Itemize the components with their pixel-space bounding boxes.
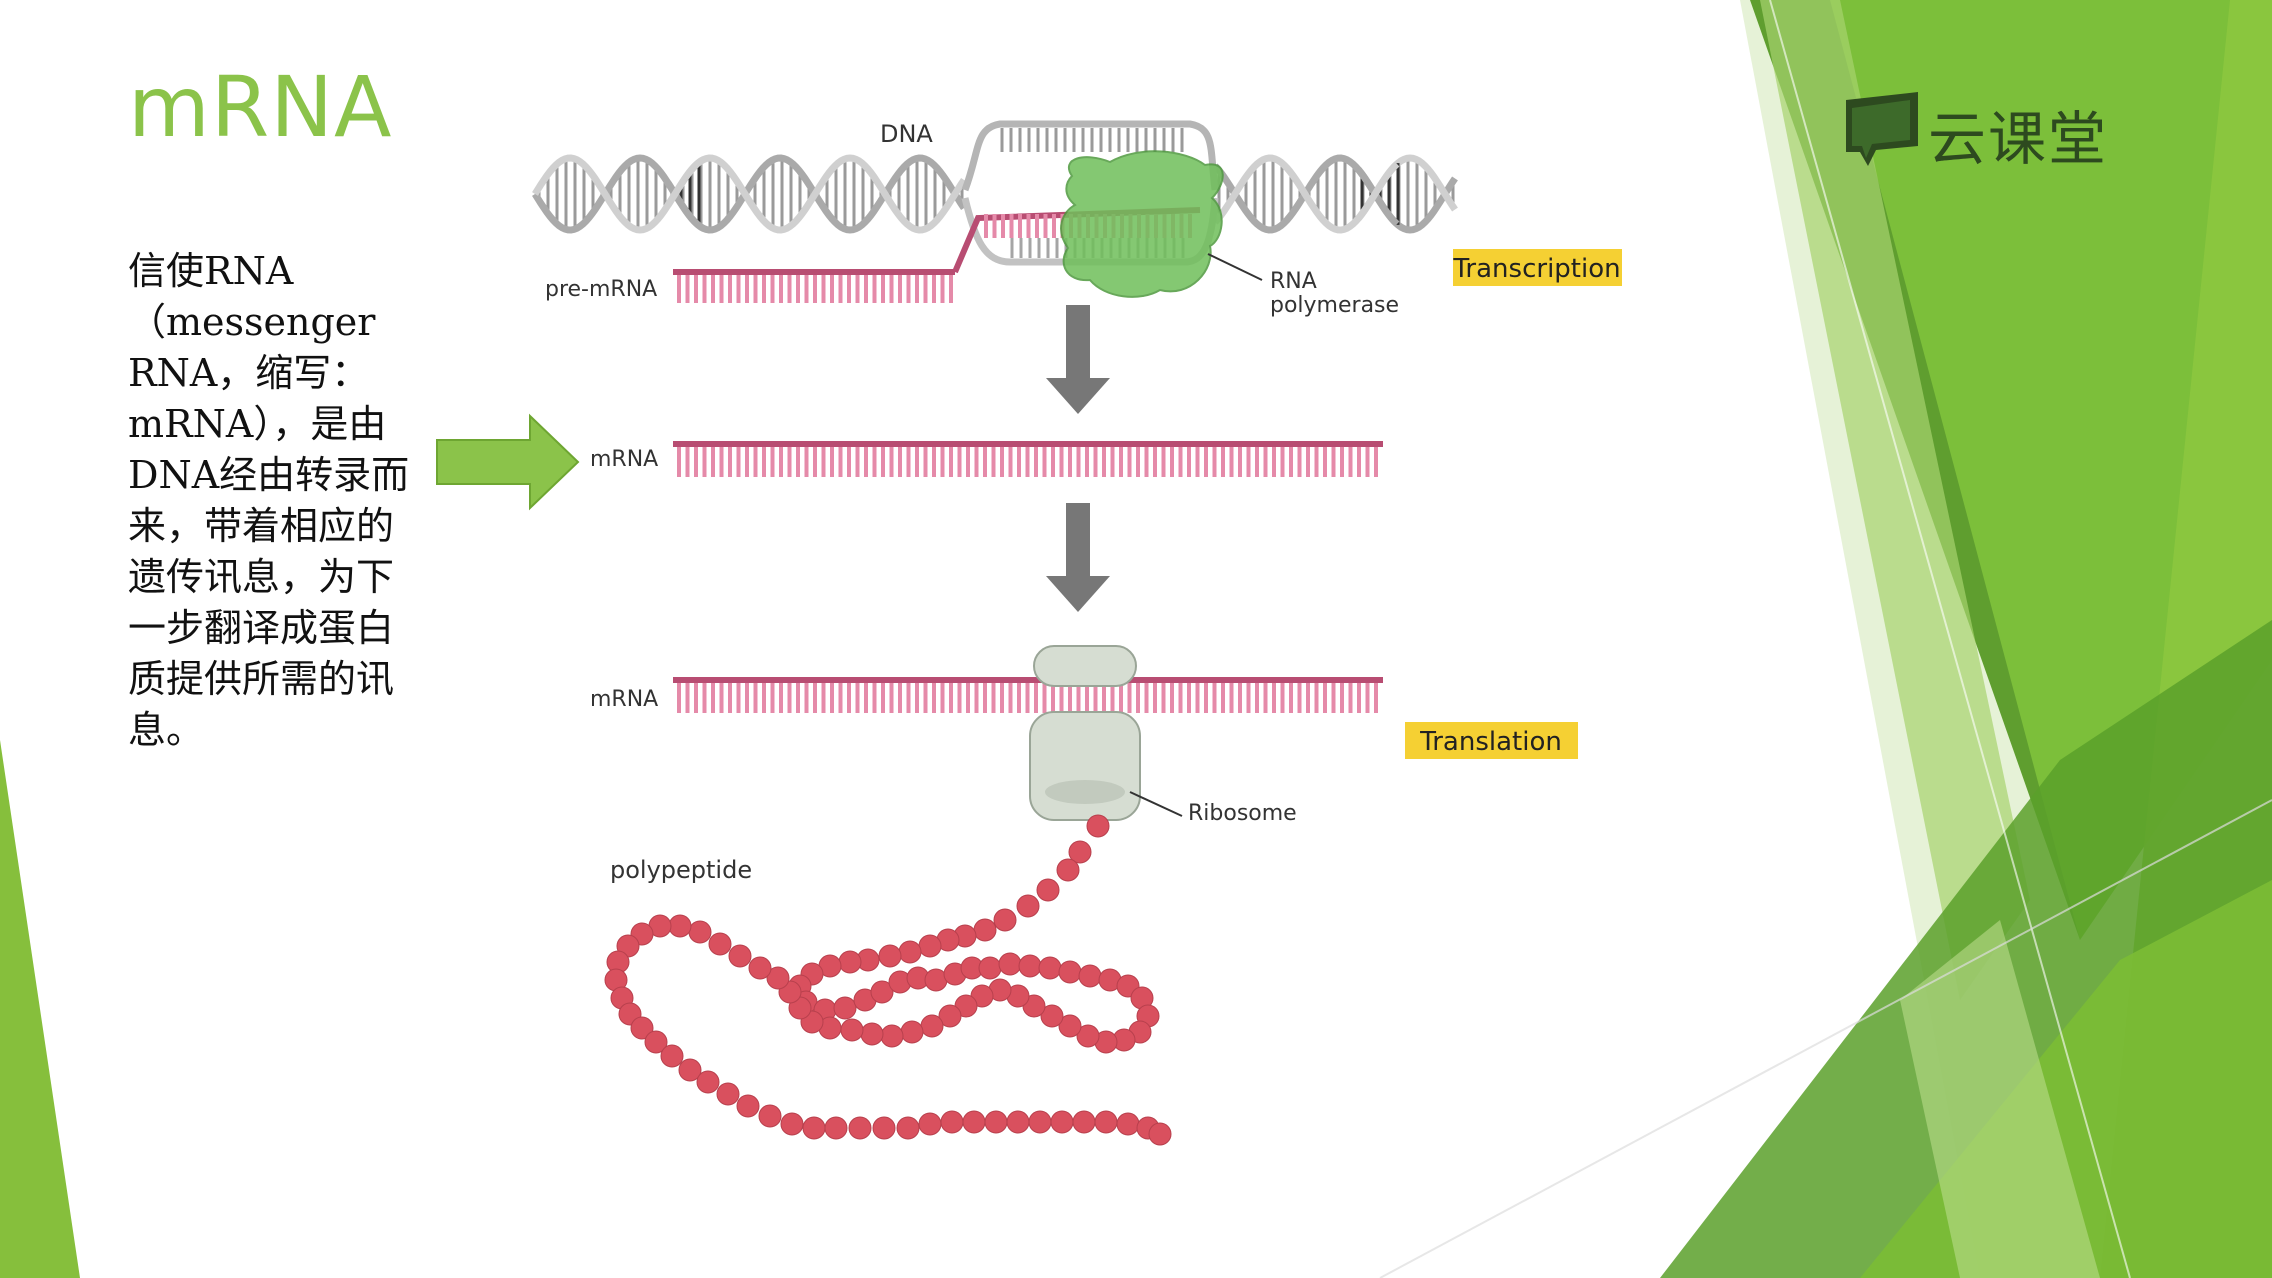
pre-mrna-label: pre-mRNA: [545, 277, 657, 302]
rna-polymerase: [1060, 150, 1263, 298]
ribosome: [1029, 645, 1183, 821]
mrna-label-middle: mRNA: [590, 447, 658, 472]
rna-polymerase-label-1: RNA: [1270, 269, 1317, 294]
transcription-tag-label: Transcription: [1452, 254, 1620, 284]
polypeptide-label: polypeptide: [610, 856, 752, 884]
transcription-tag: [1453, 249, 1622, 286]
translation-tag: [1405, 722, 1578, 759]
logo-text: 云课堂: [1928, 105, 2109, 173]
slide-title: mRNA: [128, 58, 393, 156]
chat-bubble-icon: [1846, 92, 1918, 166]
mrna-strand-middle: [673, 441, 1383, 477]
slide-body-text: 信使RNA（messenger RNA，缩写：mRNA），是由DNA经由转录而来…: [128, 249, 410, 752]
arrow-down-2: [1046, 503, 1110, 612]
mrna-strand-bottom: [673, 677, 1383, 713]
translation-tag-label: Translation: [1419, 727, 1562, 757]
rna-polymerase-label-2: polymerase: [1270, 293, 1399, 318]
ribosome-label: Ribosome: [1188, 801, 1297, 826]
polypeptide-chain: [604, 814, 1172, 1146]
left-decoration: [0, 740, 80, 1278]
mrna-label-bottom: mRNA: [590, 687, 658, 712]
dna-label: DNA: [880, 120, 933, 148]
right-decoration: [1379, 0, 2272, 1278]
green-arrow: [436, 413, 580, 511]
arrow-down-1: [1046, 305, 1110, 414]
